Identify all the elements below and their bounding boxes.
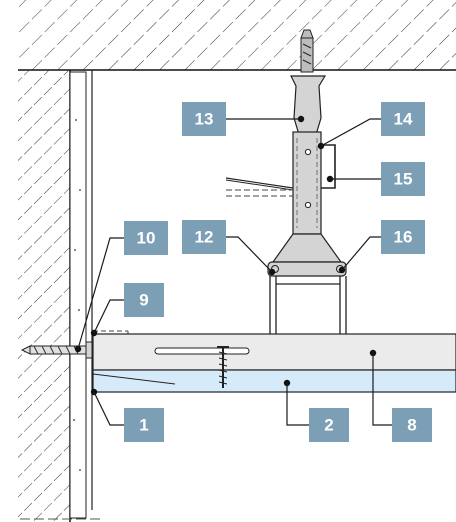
plaster-layer [69, 71, 87, 519]
ceiling-anchor [300, 29, 314, 73]
leader-14 [320, 118, 381, 147]
board-layer-lower [92, 369, 456, 393]
leader-9 [93, 299, 124, 334]
masonry-wall [18, 70, 71, 522]
label-1-text: 1 [139, 416, 148, 435]
ceiling-slab [18, 0, 456, 71]
label-10: 10 [124, 221, 168, 255]
leader-16 [341, 236, 381, 271]
label-14: 14 [381, 102, 425, 136]
leader-8 [372, 353, 392, 426]
board-screw [217, 346, 229, 388]
label-8: 8 [392, 408, 432, 442]
safety-pin [321, 144, 336, 189]
hanger-fork [267, 233, 347, 277]
label-8-text: 8 [407, 416, 416, 435]
wall-dowel [20, 341, 93, 359]
label-14-text: 14 [394, 110, 413, 129]
vernier-hanger-upper [290, 75, 327, 139]
label-13-text: 13 [195, 110, 214, 129]
leader-10 [77, 237, 124, 350]
label-12-text: 12 [195, 228, 214, 247]
label-2: 2 [309, 408, 349, 442]
leader-2 [286, 383, 309, 426]
label-15-text: 15 [394, 170, 413, 189]
label-9-text: 9 [139, 291, 148, 310]
label-10-text: 10 [137, 229, 156, 248]
label-13: 13 [182, 102, 226, 136]
vernier-hanger-lower [292, 131, 322, 235]
board-layer-upper [92, 333, 456, 371]
label-15: 15 [381, 162, 425, 196]
label-16-text: 16 [394, 228, 413, 247]
label-16: 16 [381, 220, 425, 254]
leader-1 [93, 391, 124, 426]
label-12: 12 [182, 220, 226, 254]
leader-12 [226, 236, 273, 273]
label-2-text: 2 [324, 416, 333, 435]
label-9: 9 [124, 283, 164, 317]
label-1: 1 [124, 408, 164, 442]
dashed-profile-stub [225, 177, 294, 197]
